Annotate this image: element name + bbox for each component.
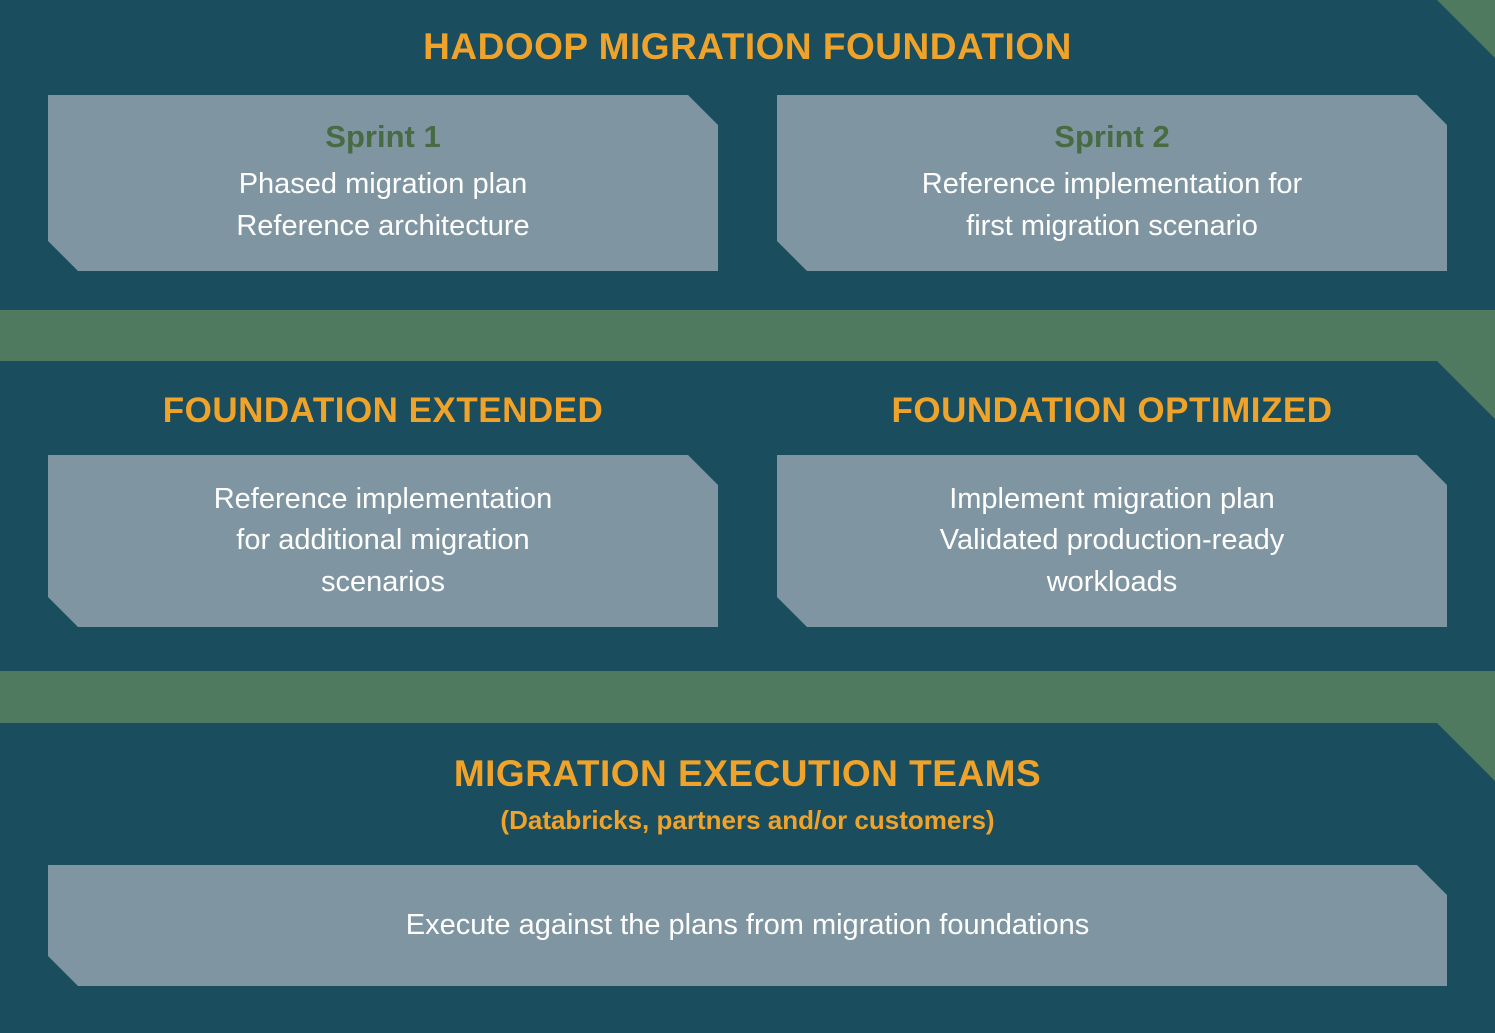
sprint-1-label: Sprint 1	[325, 119, 441, 155]
sprint-2-line-1: Reference implementation for	[921, 168, 1303, 201]
execution-panel-title: MIGRATION EXECUTION TEAMS	[453, 753, 1042, 794]
execution-body: Execute against the plans from migration…	[405, 908, 1090, 941]
panel-hadoop-migration-foundation: HADOOP MIGRATION FOUNDATION Sprint 1 Pha…	[0, 0, 1495, 310]
optimized-line-3: workloads	[1046, 565, 1178, 598]
extended-line-3: scenarios	[320, 565, 446, 598]
foundation-extended-card: Reference implementation for additional …	[48, 455, 718, 627]
panel-migration-execution-teams: MIGRATION EXECUTION TEAMS (Databricks, p…	[0, 723, 1495, 1033]
sprint-2-card: Sprint 2 Reference implementation for fi…	[777, 95, 1447, 271]
execution-card: Execute against the plans from migration…	[48, 865, 1447, 986]
sprint-1-line-2: Reference architecture	[236, 209, 530, 242]
sprint-1-line-1: Phased migration plan	[238, 168, 528, 201]
foundation-optimized-title: FOUNDATION OPTIMIZED	[891, 391, 1333, 430]
sprint-1-card: Sprint 1 Phased migration plan Reference…	[48, 95, 718, 271]
panel-foundation-extended-optimized: FOUNDATION EXTENDED FOUNDATION OPTIMIZED…	[0, 361, 1495, 671]
foundation-extended-title: FOUNDATION EXTENDED	[162, 391, 604, 430]
extended-line-2: for additional migration	[236, 524, 530, 557]
extended-line-1: Reference implementation	[213, 483, 553, 516]
optimized-line-1: Implement migration plan	[949, 483, 1275, 516]
sprint-2-line-2: first migration scenario	[966, 209, 1258, 242]
sprint-2-label: Sprint 2	[1054, 119, 1170, 155]
optimized-line-2: Validated production-ready	[939, 524, 1285, 557]
foundation-optimized-card: Implement migration plan Validated produ…	[777, 455, 1447, 627]
foundation-panel-title: HADOOP MIGRATION FOUNDATION	[423, 26, 1072, 67]
execution-panel-subtitle: (Databricks, partners and/or customers)	[500, 805, 995, 835]
